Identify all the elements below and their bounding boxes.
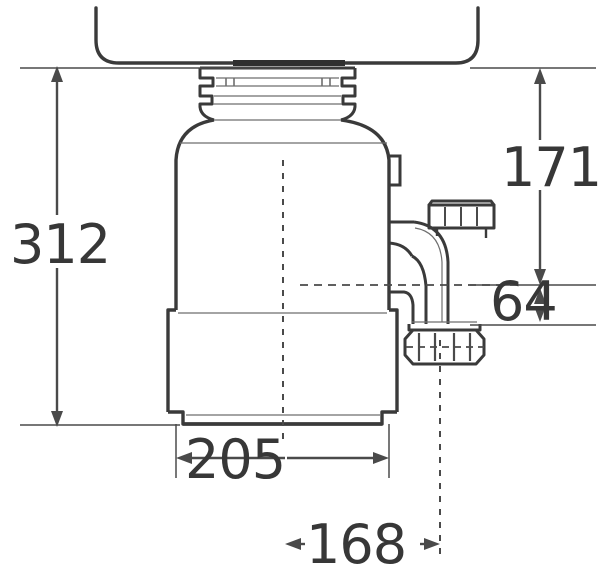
dimension-171: 171 <box>501 68 600 285</box>
arrow-up-312 <box>51 66 63 82</box>
elbow-compression-nut <box>427 199 496 230</box>
dimension-label-312: 312 <box>10 213 110 276</box>
arrow-left-168 <box>285 538 301 550</box>
disposer-lower-housing <box>166 308 399 412</box>
elbow-nut-collar <box>435 228 488 238</box>
dimension-205: 205 <box>176 428 389 491</box>
sink-underside-outline <box>94 6 480 65</box>
elbow-inner-thin-lines <box>412 227 477 323</box>
dimension-label-64: 64 <box>490 270 557 333</box>
sink-mount-flange-assembly <box>198 66 357 122</box>
arrow-left-205 <box>176 452 192 464</box>
disposer-main-body <box>174 118 391 310</box>
arrow-right-168 <box>424 538 440 550</box>
flange-inner-detail <box>213 77 342 121</box>
arrow-down-312 <box>51 411 63 427</box>
outlet-compression-nut <box>403 328 486 366</box>
arrow-down-171 <box>534 269 546 285</box>
dimension-label-171: 171 <box>501 136 600 199</box>
flange-gasket-ticks <box>225 78 331 86</box>
dimension-label-168: 168 <box>306 513 406 576</box>
dimension-64: 64 <box>490 270 558 333</box>
elbow-nut-ribs <box>444 207 478 226</box>
arrow-up-64 <box>534 288 546 304</box>
arrow-down-64 <box>534 306 546 322</box>
dimension-168: 168 <box>285 513 440 576</box>
sink-rim-band <box>233 60 345 66</box>
body-side-boss <box>389 154 402 187</box>
extension-lines <box>20 67 596 478</box>
arrow-up-171 <box>534 68 546 84</box>
dimension-312: 312 <box>10 66 111 427</box>
dimension-label-205: 205 <box>185 428 285 491</box>
